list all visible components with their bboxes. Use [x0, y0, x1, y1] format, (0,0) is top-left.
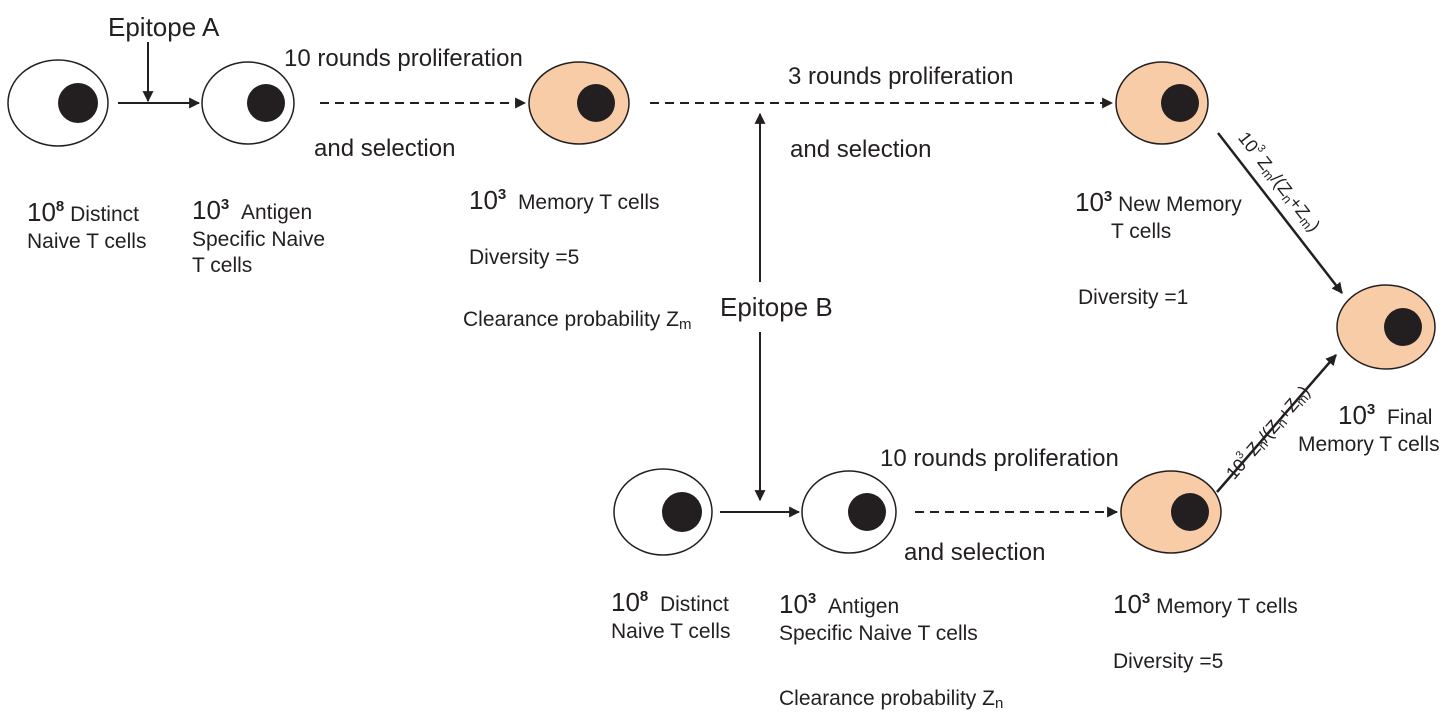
top-selection-label-1: and selection: [314, 135, 456, 162]
top-naive-cell: [7, 59, 109, 147]
top-memory-diversity: Diversity =5: [469, 246, 580, 269]
final-memory-caption: 103 Final Memory T cells: [1298, 400, 1440, 456]
top-selection-label-2: and selection: [790, 136, 932, 163]
bottom-specific-caption: 103 Antigen Specific Naive T cells: [779, 589, 978, 645]
new-memory-to-final-arrow: [1217, 132, 1343, 294]
bottom-prolif-label: 10 rounds proliferation: [880, 445, 1119, 472]
final-memory-cell: [1336, 284, 1436, 370]
bottom-naive-cell: [613, 468, 713, 556]
new-memory-diversity: Diversity =1: [1078, 286, 1189, 309]
top-prolif-label-1: 10 rounds proliferation: [284, 45, 523, 72]
top-specific-caption: 103 Antigen Specific Naive T cells: [192, 195, 326, 277]
bottom-memory-to-final-arrow: [1216, 354, 1337, 493]
epitope-a-label: Epitope A: [108, 12, 220, 42]
bottom-specific-cell: [801, 470, 897, 554]
bottom-memory-diversity: Diversity =5: [1113, 650, 1224, 673]
new-memory-cell: [1115, 61, 1209, 145]
epitope-b-label: Epitope B: [720, 291, 833, 324]
top-memory-caption: 103 Memory T cells: [469, 185, 660, 215]
bottom-memory-caption: 103 Memory T cells: [1113, 589, 1298, 619]
top-naive-caption: 108 Distinct Naive T cells: [27, 197, 147, 253]
top-naive-count: 108: [27, 197, 65, 227]
new-memory-caption: 103 New Memory T cells: [1075, 187, 1242, 243]
bottom-naive-caption: 108 Distinct Naive T cells: [611, 587, 731, 643]
top-memory-clearance: Clearance probability Zm: [463, 308, 692, 333]
bottom-memory-cell: [1120, 470, 1222, 554]
bottom-specific-clearance: Clearance probability Zn: [779, 687, 1004, 712]
bottom-selection-label: and selection: [904, 539, 1046, 566]
top-specific-cell: [201, 61, 295, 145]
top-memory-cell: [528, 61, 630, 145]
top-prolif-label-2: 3 rounds proliferation: [788, 63, 1014, 90]
